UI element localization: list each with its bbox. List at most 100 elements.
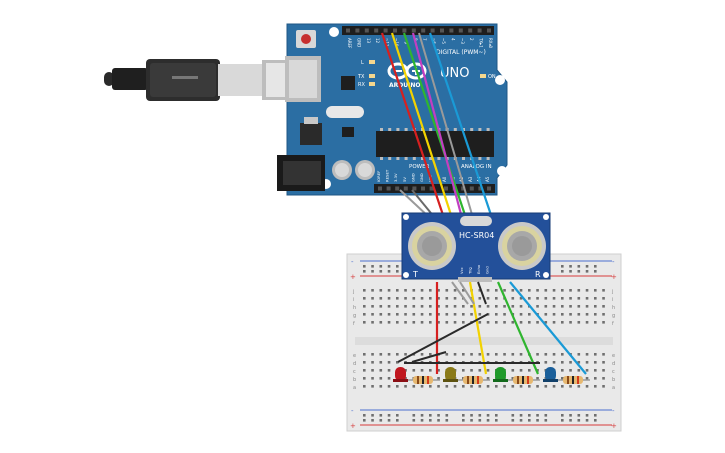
rail-hole [396, 270, 399, 273]
breadboard-hole [462, 385, 465, 388]
breadboard-hole [445, 385, 449, 388]
digital-pin-hole [364, 28, 369, 33]
digital-pin-hole [393, 28, 397, 33]
breadboard-hole [478, 289, 482, 292]
breadboard-hole [371, 305, 374, 308]
breadboard-hole [569, 385, 572, 388]
analog-pin-label: A0 [442, 176, 447, 182]
rail-hole [519, 419, 523, 422]
breadboard-hole [379, 289, 383, 292]
breadboard-hole [412, 385, 416, 388]
breadboard-hole [387, 297, 391, 300]
rail-hole [445, 414, 449, 417]
chip-leg [429, 157, 433, 160]
row-letter-left: g [353, 313, 356, 319]
breadboard-hole [387, 369, 391, 372]
rail-hole [569, 414, 572, 417]
breadboard-hole [396, 289, 399, 292]
board-brand: ARDUINO [389, 82, 420, 89]
row-letter-right: f [612, 321, 614, 327]
breadboard-hole [503, 385, 506, 388]
resistor-4 [558, 376, 590, 384]
rail-hole [536, 414, 539, 417]
breadboard-hole [511, 369, 515, 372]
breadboard-hole [387, 305, 391, 308]
breadboard-hole [602, 297, 605, 300]
breadboard-hole [495, 321, 498, 324]
rail-minus-top-right: - [612, 258, 615, 266]
resistor-1 [408, 376, 440, 384]
digital-pin-label: RX◂0 [488, 38, 493, 49]
chip-leg [396, 157, 400, 160]
breadboard-hole [486, 305, 490, 308]
rail-minus-bottom-right: - [612, 407, 615, 415]
breadboard-hole [462, 321, 465, 324]
atmega-chip [376, 131, 494, 157]
rail-hole [585, 265, 589, 268]
breadboard-hole [536, 305, 539, 308]
digital-pin-hole [468, 28, 473, 33]
breadboard-hole [379, 377, 383, 380]
rail-hole [569, 270, 572, 273]
breadboard-hole [602, 385, 605, 388]
breadboard-hole [561, 369, 564, 372]
breadboard-hole [495, 297, 498, 300]
breadboard-hole [462, 289, 465, 292]
breadboard-hole [602, 353, 605, 356]
resistor-3 [508, 376, 540, 384]
breadboard-hole [396, 361, 399, 364]
breadboard-hole [594, 289, 597, 292]
breadboard-hole [453, 385, 457, 388]
wire-grey-lower-1 [451, 281, 469, 305]
breadboard-hole [404, 297, 407, 300]
breadboard-hole [585, 321, 589, 324]
breadboard-hole [544, 313, 548, 316]
breadboard-hole [462, 353, 465, 356]
led-on-label: ON [488, 74, 496, 80]
rail-hole [371, 265, 374, 268]
breadboard-hole [552, 361, 556, 364]
row-letter-right: c [612, 369, 615, 375]
breadboard-hole [577, 321, 581, 324]
digital-pin-hole [440, 28, 444, 33]
power-pin-hole [386, 186, 391, 191]
breadboard-hole [387, 313, 391, 316]
breadboard-hole [453, 297, 457, 300]
rail-hole [569, 419, 572, 422]
rail-plus-bottom-left: + [350, 422, 356, 430]
breadboard-hole [445, 305, 449, 308]
rail-hole [420, 419, 424, 422]
breadboard-hole [379, 297, 383, 300]
breadboard-hole [420, 297, 424, 300]
rail-hole [577, 419, 581, 422]
breadboard-hole [470, 385, 473, 388]
breadboard-hole [371, 361, 374, 364]
breadboard-hole [594, 369, 597, 372]
row-letter-left: f [353, 321, 355, 327]
resistor-2 [458, 376, 490, 384]
rail-hole [585, 270, 589, 273]
breadboard-hole [486, 289, 490, 292]
breadboard-hole [594, 321, 597, 324]
breadboard-hole [561, 313, 564, 316]
row-letter-right: d [612, 361, 615, 367]
row-letter-right: i [612, 297, 613, 303]
breadboard-hole [561, 377, 564, 380]
breadboard-hole [577, 369, 581, 372]
rail-hole [429, 419, 432, 422]
rail-hole [594, 265, 597, 268]
wire-green [402, 32, 468, 219]
breadboard-hole [379, 305, 383, 308]
breadboard-hole [544, 385, 548, 388]
rail-hole [519, 414, 523, 417]
rail-hole [544, 419, 548, 422]
rail-hole [495, 419, 498, 422]
breadboard-hole [371, 353, 374, 356]
chip-leg [453, 128, 457, 131]
breadboard-hole [519, 289, 523, 292]
breadboard-hole [387, 321, 391, 324]
breadboard-hole [429, 297, 432, 300]
wire-grey-lower-2 [459, 281, 475, 305]
breadboard-hole [495, 313, 498, 316]
